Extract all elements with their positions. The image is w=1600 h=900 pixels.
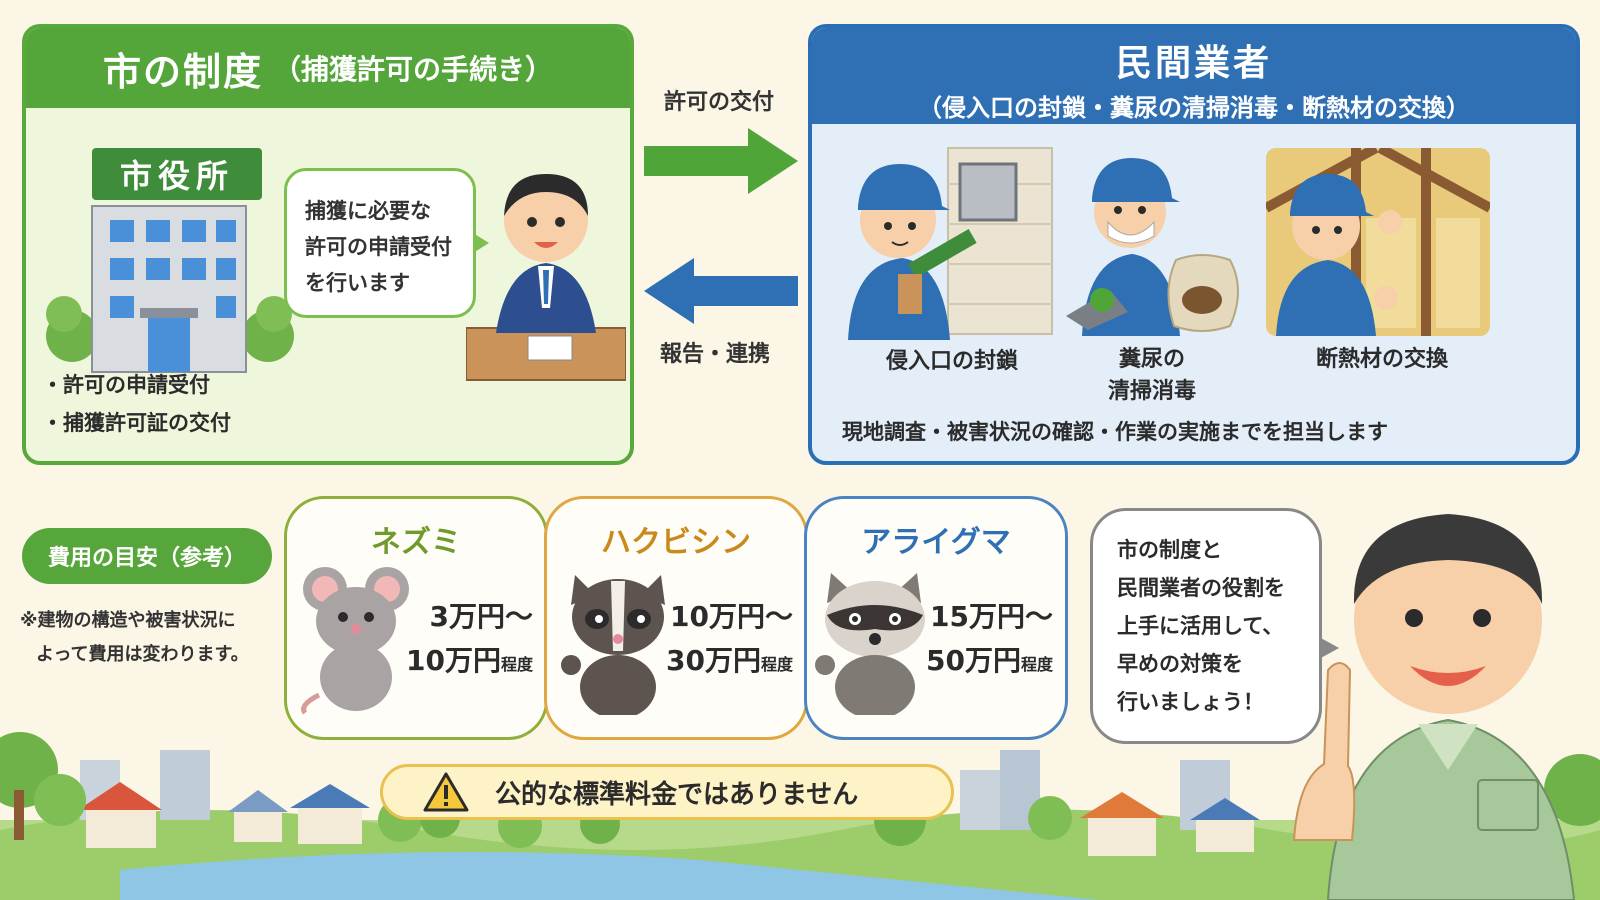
- price-to-value: 50万円: [926, 644, 1021, 677]
- rat-cost-card: ネズミ 3万円〜 10万円程度: [284, 496, 548, 740]
- private-panel-title: 民間業者: [1115, 43, 1272, 84]
- speech-line: 捕獲に必要な: [305, 199, 431, 223]
- cost-note-line: よって費用は変わります。: [36, 644, 249, 665]
- left-arrow-icon: [644, 258, 798, 324]
- raccoon-price: 15万円〜 50万円程度: [926, 595, 1053, 687]
- raccoon-cost-card: アライグマ 15万円〜 50万円程度: [804, 496, 1068, 740]
- price-from: 10万円〜: [670, 600, 793, 633]
- insulation-replacement-label: 断熱材の交換: [1315, 347, 1448, 372]
- private-panel-header: 民間業者 （侵入口の封鎖・糞尿の清掃消毒・断熱材の交換）: [812, 28, 1576, 124]
- price-from: 3万円〜: [429, 600, 533, 633]
- city-tasks-list: ・許可の申請受付 ・捕獲許可証の交付: [42, 366, 231, 442]
- city-panel-subtitle: （捕獲許可の手続き）: [273, 53, 554, 86]
- advisor-man-illustration: [1292, 514, 1576, 900]
- rat-price: 3万円〜 10万円程度: [406, 595, 533, 687]
- city-hall-building-icon: [46, 205, 294, 373]
- price-to-value: 10万円: [406, 644, 501, 677]
- private-panel-subtitle: （侵入口の封鎖・糞尿の清掃消毒・断熱材の交換）: [918, 94, 1470, 122]
- price-to: 50万円程度: [926, 639, 1053, 687]
- warning-icon: [423, 772, 469, 812]
- price-to: 10万円程度: [406, 639, 533, 687]
- speech-line: 上手に活用して、: [1117, 614, 1284, 638]
- waste-cleaning-label: 糞尿の 清掃消毒: [1062, 344, 1242, 408]
- city-staff-speech-bubble: 捕獲に必要な 許可の申請受付 を行います: [284, 168, 489, 318]
- speech-line: 行いましょう！: [1117, 690, 1264, 714]
- waste-cleaning-label-line: 清掃消毒: [1107, 379, 1196, 404]
- waste-cleaning-worker-illustration: [1066, 158, 1239, 336]
- speech-line: 民間業者の役割を: [1117, 576, 1285, 600]
- private-contractor-panel: 民間業者 （侵入口の封鎖・糞尿の清掃消毒・断熱材の交換） 侵入口の封: [808, 24, 1580, 465]
- warning-text: 公的な標準料金ではありません: [495, 779, 859, 810]
- cost-estimate-badge: 費用の目安（参考）: [22, 528, 272, 584]
- masked-palm-civet-icon: [561, 575, 665, 715]
- price-suffix: 程度: [500, 655, 533, 674]
- waste-cleaning-label-line: 糞尿の: [1118, 347, 1185, 372]
- price-to-value: 30万円: [666, 644, 761, 677]
- animal-name-masked-palm-civet: ハクビシン: [601, 525, 751, 560]
- report-coordination-label: 報告・連携: [660, 342, 771, 367]
- sealing-entry-worker-illustration: [848, 147, 1053, 340]
- masked-palm-civet-price: 10万円〜 30万円程度: [666, 595, 793, 687]
- sealing-entry-label: 侵入口の封鎖: [885, 349, 1018, 374]
- city-staff-illustration: [466, 174, 626, 381]
- speech-line: 許可の申請受付: [305, 235, 452, 259]
- cost-note-line: ※建物の構造や被害状況に: [20, 610, 236, 631]
- price-from: 15万円〜: [930, 600, 1053, 633]
- city-hall-sign: 市役所: [92, 148, 262, 200]
- speech-line: 市の制度と: [1117, 538, 1222, 562]
- speech-line: 早めの対策を: [1117, 652, 1243, 676]
- list-item: ・許可の申請受付: [42, 373, 210, 397]
- permit-issue-label: 許可の交付: [664, 90, 775, 115]
- not-official-price-warning: 公的な標準料金ではありません: [380, 764, 954, 820]
- rat-icon: [301, 567, 409, 715]
- price-to: 30万円程度: [666, 639, 793, 687]
- raccoon-icon: [815, 573, 925, 715]
- list-item: ・捕獲許可証の交付: [42, 411, 231, 435]
- price-suffix: 程度: [1020, 655, 1053, 674]
- city-panel-header: 市の制度 （捕獲許可の手続き）: [26, 28, 630, 108]
- animal-name-rat: ネズミ: [371, 525, 461, 560]
- price-suffix: 程度: [760, 655, 793, 674]
- cost-disclaimer-note: ※建物の構造や被害状況に よって費用は変わります。: [20, 604, 249, 672]
- right-arrow-icon: [644, 128, 798, 194]
- insulation-replacement-worker-illustration: [1266, 148, 1490, 336]
- private-responsibility-note: 現地調査・被害状況の確認・作業の実施までを担当します: [842, 420, 1388, 444]
- masked-palm-civet-cost-card: ハクビシン 10万円〜 30万円程度: [544, 496, 808, 740]
- speech-line: を行います: [305, 271, 410, 295]
- animal-name-raccoon: アライグマ: [861, 525, 1011, 560]
- advisor-speech-bubble: 市の制度と 民間業者の役割を 上手に活用して、 早めの対策を 行いましょう！: [1090, 508, 1339, 744]
- city-system-panel: 市の制度 （捕獲許可の手続き） 市役所 捕獲に必要な 許可の申請受付 を行います…: [22, 24, 634, 465]
- city-panel-title: 市の制度: [102, 49, 263, 94]
